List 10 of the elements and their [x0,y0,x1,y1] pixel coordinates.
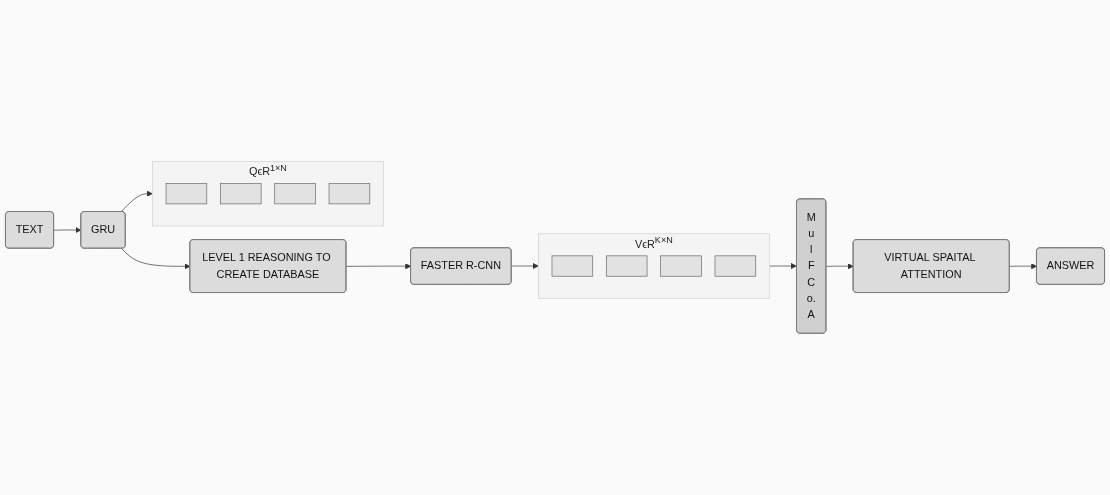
node-bar [660,255,702,277]
node-bar [606,255,648,277]
cluster: VϵR$^{K×N}$ [538,233,770,299]
cluster: QϵR$^{1×N}$ [152,161,384,227]
node-bar [220,183,262,205]
node-bar [551,255,594,277]
node-bar [714,255,757,277]
node-bar [328,183,371,205]
node-bar [165,183,208,205]
node-bar [274,183,316,205]
